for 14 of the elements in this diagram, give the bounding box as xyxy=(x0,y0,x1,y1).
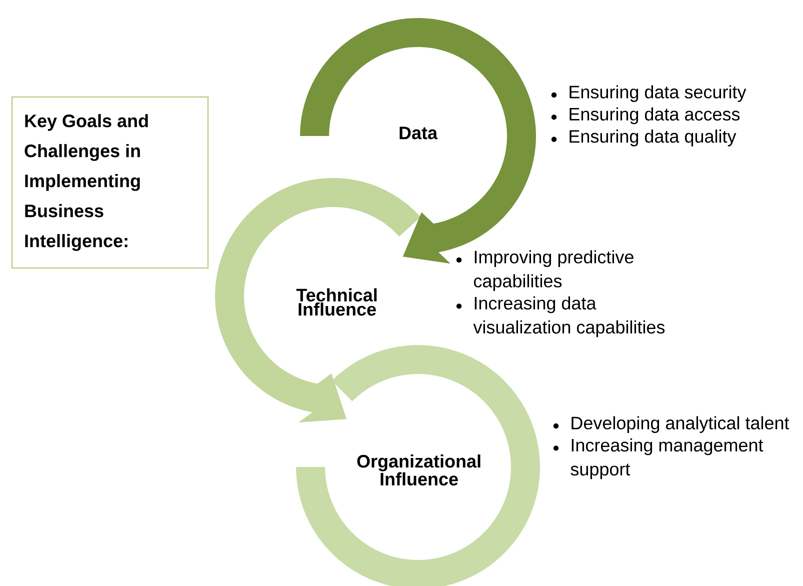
circular-arrow xyxy=(215,178,421,422)
node-label: Organizational Influence xyxy=(357,454,480,486)
bullet-text: Increasing management support xyxy=(570,438,764,480)
bullet-text: Ensuring data access xyxy=(570,107,740,124)
bullet-text: Improving predictive capabilities xyxy=(474,250,634,291)
bullet-text: Increasing data visualization capabilities xyxy=(473,296,665,338)
circular-arrow xyxy=(300,18,536,264)
bullet-text: Ensuring data quality xyxy=(570,130,736,146)
ring-shape xyxy=(296,345,540,586)
node-label: Technical Influence xyxy=(296,288,377,316)
node-label: Data xyxy=(400,126,438,140)
bullet-text: Ensuring data security xyxy=(570,85,746,102)
title-box: Key Goals and Challenges in Implementing Business Intelligence: xyxy=(11,96,209,269)
bullet-text: Developing analytical talent xyxy=(572,416,790,433)
